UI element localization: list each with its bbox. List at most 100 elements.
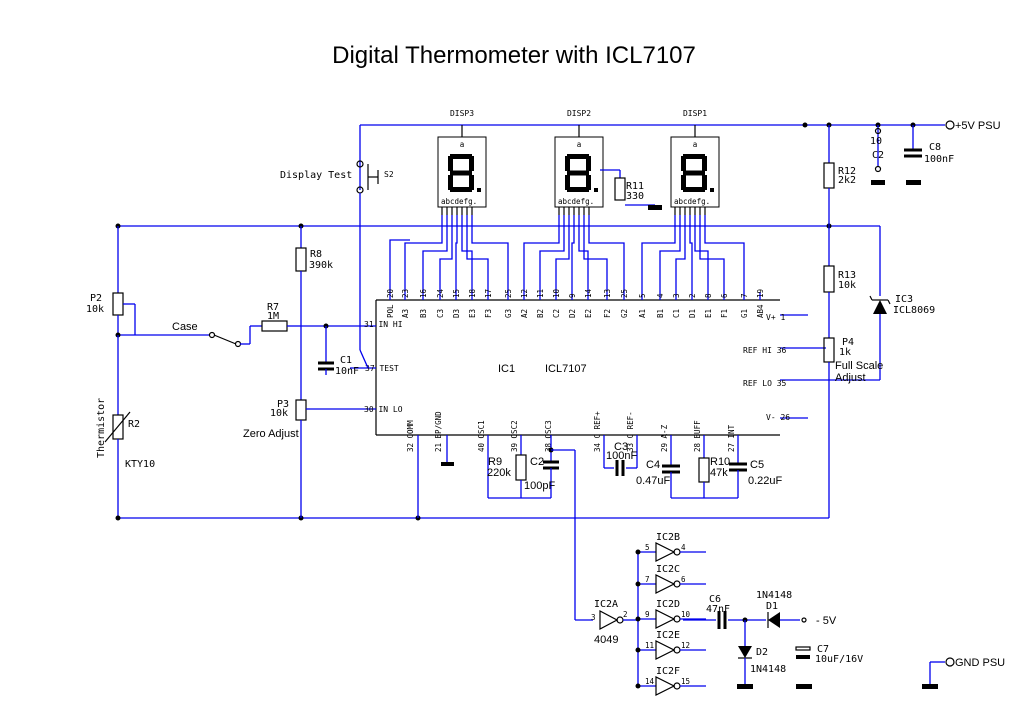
display-label: DISP3 [450, 109, 474, 118]
segment [567, 187, 589, 192]
inverter-pin-out: 10 [681, 610, 691, 619]
minus5v-label: - 5V [816, 615, 837, 627]
supply-plus-label: +5V PSU [955, 120, 1001, 132]
r12-ref: R12 [838, 166, 856, 177]
top-pin-name: A1 [638, 309, 647, 318]
segment [683, 170, 705, 176]
c4-ref: C4 [646, 459, 660, 471]
ic3-part: ICL8069 [893, 305, 935, 316]
ic1-bottom-pins: 32 COMM 21 BP/GND 40 OSC1 39 OSC2 38 OSC… [406, 411, 747, 620]
top-pin-name: AB4 [756, 304, 765, 318]
ic2a-pin-in: 3 [591, 613, 596, 622]
top-pin-name: B3 [419, 309, 428, 318]
inverter-ref: IC2F [656, 666, 680, 677]
inverter-ref: IC2D [656, 599, 680, 610]
decimal-point [594, 188, 598, 192]
top-pin-number: 18 [468, 288, 477, 298]
display-label: DISP1 [683, 109, 707, 118]
c2b-value: 100pF [524, 480, 555, 492]
top-pin-name: G2 [620, 309, 629, 318]
pin-in-lo: 30 IN LO [364, 405, 403, 414]
segment [448, 156, 453, 171]
r10-ref: R10 [710, 456, 730, 468]
c6-ref: C6 [709, 594, 721, 605]
pin-int: 27 INT [727, 424, 736, 452]
top-pin-name: F3 [484, 309, 493, 318]
pin-osc3: 38 OSC3 [544, 420, 553, 452]
right-components [600, 125, 922, 518]
display-segment-label: abcdefg. [558, 197, 594, 206]
inverter-pin-out: 15 [681, 677, 690, 686]
inverter-pin-in: 9 [645, 610, 650, 619]
top-pin-number: 16 [419, 288, 428, 298]
supply-gnd-label: GND PSU [955, 657, 1005, 669]
inverter-ic2d: IC2D 9 10 [635, 599, 706, 629]
display-top-pin: a [693, 140, 698, 149]
left-components [104, 160, 379, 521]
diagram-title: Digital Thermometer with ICL7107 [332, 42, 696, 69]
segment [567, 154, 589, 159]
c2b-ref: C2 [530, 456, 544, 468]
display-top-pin: a [460, 140, 465, 149]
segment [469, 156, 474, 171]
pin-az: 29 A-Z [660, 424, 669, 452]
inverter-ref: IC2B [656, 532, 680, 543]
inverter-pin-in: 7 [645, 575, 650, 584]
top-pin-name: F1 [720, 309, 729, 318]
segment [567, 170, 589, 176]
pin-bp: 21 BP/GND [434, 411, 443, 452]
r10-value: 47k [710, 467, 728, 479]
segment [565, 156, 570, 171]
top-pin-number: 24 [436, 288, 445, 298]
r2-ref: R2 [128, 419, 140, 430]
segment [450, 187, 472, 192]
gnd-psu [922, 657, 955, 689]
r10-resistor [698, 457, 710, 483]
ic1-right-pins: V+ 1 REF HI 36 REF LO 35 V- 26 [743, 313, 880, 422]
decimal-point [710, 188, 714, 192]
seven-segment-displays: DISP3aabcdefg.DISP2aabcdefg.DISP1aabcdef… [437, 109, 720, 215]
c3-value: 100nF [606, 450, 637, 462]
r8-ref: R8 [310, 249, 322, 260]
top-pin-number: 23 [401, 289, 410, 298]
c2-top-ref: C2 [872, 150, 884, 161]
segment [586, 156, 591, 171]
top-pin-number: 25 [620, 289, 629, 298]
segment [681, 156, 686, 171]
segment [586, 175, 591, 190]
top-pin-name: POL [386, 304, 395, 318]
pin-cref-m: 33 C REF- [626, 411, 635, 452]
r7-ref: R7 [267, 302, 279, 313]
top-pin-number: 4 [656, 293, 665, 298]
p3-value: 10k [270, 408, 288, 419]
top-pin-number: 8 [704, 293, 713, 298]
p2-ref: P2 [90, 293, 102, 304]
top-pin-number: 20 [386, 288, 395, 298]
r13-value: 10k [838, 280, 856, 291]
p2-value: 10k [86, 304, 104, 315]
display-top-pin: a [577, 140, 582, 149]
inverter-pin-in: 14 [645, 677, 655, 686]
r11-ref: R11 [626, 181, 644, 192]
segment [469, 175, 474, 190]
inverter-pin-out: 6 [681, 575, 686, 584]
top-pin-number: 5 [638, 293, 647, 298]
ic1-top-pins: 20POL23A316B324C315D318E317F325G312A211B… [386, 215, 765, 318]
c7-ref: C7 [817, 644, 829, 655]
top-pin-number: 14 [584, 288, 593, 298]
top-pin-number: 6 [720, 293, 729, 298]
pin-ref-lo: REF LO 35 [743, 379, 787, 388]
p3-label: Zero Adjust [243, 428, 299, 440]
top-pin-number: 7 [740, 293, 749, 298]
segment [448, 175, 453, 190]
d1-part: 1N4148 [756, 590, 792, 601]
inverter-pin-in: 11 [645, 641, 654, 650]
pin-comm: 32 COMM [406, 420, 415, 452]
top-pin-name: E3 [468, 309, 477, 318]
s2-ref: S2 [384, 170, 394, 179]
top-pin-number: 10 [552, 288, 561, 298]
ic1-part: ICL7107 [545, 363, 587, 375]
